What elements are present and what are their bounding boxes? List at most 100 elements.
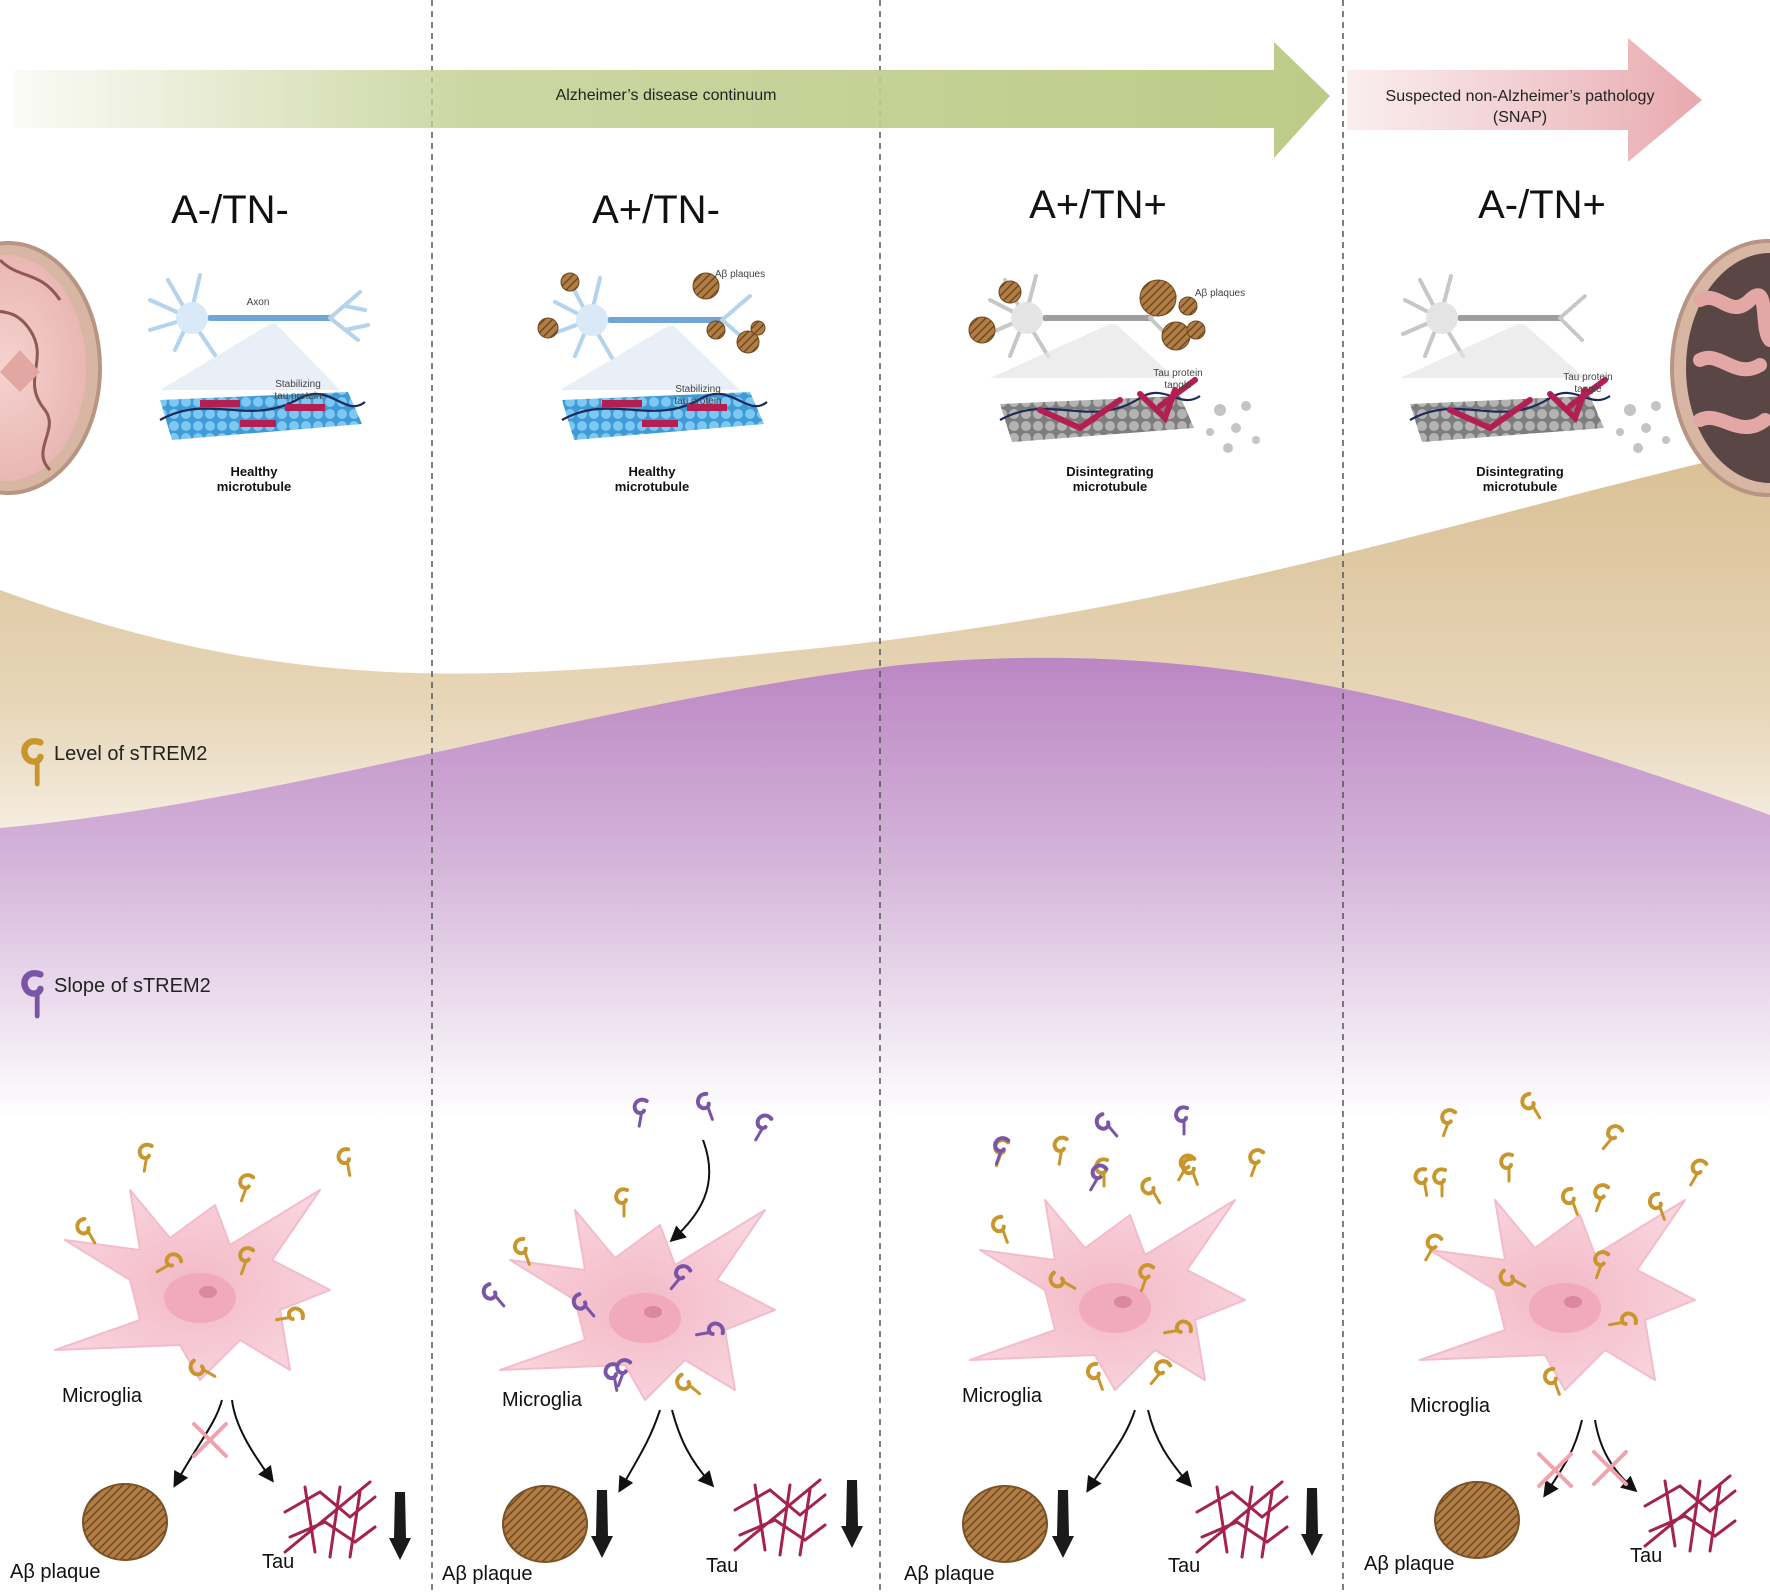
strem2-icon	[1052, 1135, 1069, 1166]
plaque-icon	[1434, 1481, 1520, 1559]
strem2-icon	[614, 1187, 629, 1218]
strem2-icon	[603, 1362, 619, 1392]
plaque-icon	[82, 1483, 168, 1561]
tau-label-line2: tangle	[1574, 384, 1602, 395]
strem2-icon	[238, 1246, 256, 1276]
abeta-plaque-label: Aβ plaque	[442, 1563, 532, 1585]
strem2-icon	[1432, 1167, 1447, 1198]
strem2-icon	[632, 1097, 649, 1128]
strem2-icon	[993, 1136, 1011, 1166]
blocked-cross-icon	[192, 1422, 228, 1458]
neuron-icon	[148, 273, 370, 357]
microglia-icon	[969, 1199, 1246, 1391]
microglia-label: Microglia	[502, 1389, 583, 1411]
strem2-icon	[1140, 1176, 1162, 1205]
pathway-arrow	[1594, 1419, 1638, 1493]
microtubule-label-line1: Healthy	[231, 464, 279, 479]
abeta-plaque-label: Aβ plaque	[1364, 1553, 1454, 1575]
microtubule-label-line1: Disintegrating	[1476, 464, 1563, 479]
plaque-icon	[537, 272, 766, 354]
down-arrow-icon	[591, 1490, 613, 1558]
stage-title-a-neg-tn-pos: A-/TN+	[1478, 183, 1606, 227]
strem2-icon	[336, 1147, 352, 1177]
down-arrow-icon	[389, 1492, 411, 1560]
tau-label-line1: Tau protein	[1563, 372, 1612, 383]
microtubule-label-line2: microtubule	[615, 479, 689, 494]
strem2-icon	[155, 1252, 184, 1274]
strem2-icon	[1560, 1186, 1579, 1216]
tau-label: Tau	[1168, 1555, 1200, 1577]
tau-label-line1: Stabilizing	[275, 379, 321, 390]
pathway-arrow	[669, 1139, 711, 1243]
tau-label: Tau	[706, 1555, 738, 1577]
tau-tangle-icon	[1195, 1480, 1289, 1559]
stage-title-a-neg-tn-neg: A-/TN-	[171, 188, 289, 232]
tau-tangle-icon	[283, 1480, 377, 1559]
strem2-icon	[695, 1321, 725, 1337]
down-arrow-icon	[841, 1480, 863, 1548]
strem2-icon	[1440, 1108, 1458, 1138]
snap-label-line1: Suspected non-Alzheimer’s pathology	[1386, 88, 1655, 105]
strem2-icon	[669, 1264, 693, 1291]
plaque-icon	[968, 279, 1206, 351]
brain-icon	[0, 241, 102, 495]
microglia-panels	[54, 1091, 1737, 1563]
stage-dividers	[431, 0, 1344, 1594]
stage-title-a-pos-tn-neg: A+/TN-	[592, 188, 720, 232]
down-arrow-icon	[1301, 1488, 1323, 1556]
pathway-arrow	[1147, 1409, 1193, 1488]
snap-label-line2: (SNAP)	[1493, 109, 1547, 126]
strem2-icon	[1248, 1148, 1266, 1178]
snap-arrow: Suspected non-Alzheimer’s pathology (SNA…	[1347, 38, 1702, 162]
ad-continuum-label: Alzheimer’s disease continuum	[556, 87, 777, 104]
tau-label-line2: tau protein	[274, 391, 321, 402]
strem2-icon	[1499, 1152, 1514, 1183]
plaque-icon	[502, 1485, 588, 1563]
strem2-icon	[1593, 1250, 1611, 1280]
brain-icon-atrophied	[1670, 239, 1770, 497]
plaques-label: Aβ plaques	[1195, 288, 1245, 299]
strem2-icon	[1647, 1191, 1666, 1221]
legend-slope: Slope of sTREM2	[24, 973, 211, 1016]
tau-label: Tau	[1630, 1545, 1662, 1567]
legend-level-label: Level of sTREM2	[54, 743, 207, 765]
strem2-icon	[137, 1142, 154, 1173]
pathway-arrow	[231, 1399, 274, 1483]
neuron-icon	[550, 276, 752, 360]
strem2-icon	[1593, 1183, 1611, 1213]
legend-level: Level of sTREM2	[24, 741, 207, 784]
strem2-icon	[75, 1216, 97, 1245]
strem2-icon	[675, 1372, 702, 1396]
neuron-icon	[1401, 274, 1587, 358]
abeta-plaque-label: Aβ plaque	[904, 1563, 994, 1585]
microtubule-label-line2: microtubule	[1073, 479, 1147, 494]
microtubule-icon	[999, 377, 1260, 453]
strem2-icon	[615, 1358, 633, 1388]
slope-of-strem2-band	[0, 657, 1770, 1120]
strem2-icon	[1163, 1319, 1193, 1335]
microtubule-label-line1: Disintegrating	[1066, 464, 1153, 479]
strem2-icon	[1180, 1156, 1199, 1186]
ad-continuum-arrow: Alzheimer’s disease continuum	[14, 42, 1330, 158]
microglia-label: Microglia	[962, 1385, 1043, 1407]
stage1-neuron-illustration: Axon Stabilizing tau protein Healthy mic…	[148, 273, 370, 494]
strem2-icon	[275, 1306, 305, 1322]
strem2-icon	[754, 1113, 774, 1142]
stage4-neuron-illustration: Tau protein tangle Disintegrating microt…	[1400, 274, 1670, 494]
plaques-label: Aβ plaques	[715, 269, 765, 280]
strem2-icon	[1138, 1263, 1156, 1293]
microtubule-label-line1: Healthy	[629, 464, 677, 479]
tau-label: Tau	[262, 1551, 294, 1573]
strem2-icon	[1689, 1158, 1709, 1187]
strem2-icon	[1520, 1091, 1542, 1120]
strem2-icon	[481, 1282, 506, 1308]
stage2-neuron-illustration: Aβ plaques Stabilizing tau protein Healt…	[537, 269, 768, 494]
strem2-icon	[512, 1236, 531, 1266]
strem2-icon	[1601, 1124, 1625, 1151]
plaque-icon	[962, 1485, 1048, 1563]
tau-tangle-icon	[1643, 1474, 1737, 1553]
strem2-icon	[1094, 1157, 1109, 1188]
strem2-icon	[1048, 1270, 1077, 1290]
strem2-icon	[238, 1173, 256, 1203]
strem2-icon	[1542, 1366, 1561, 1396]
